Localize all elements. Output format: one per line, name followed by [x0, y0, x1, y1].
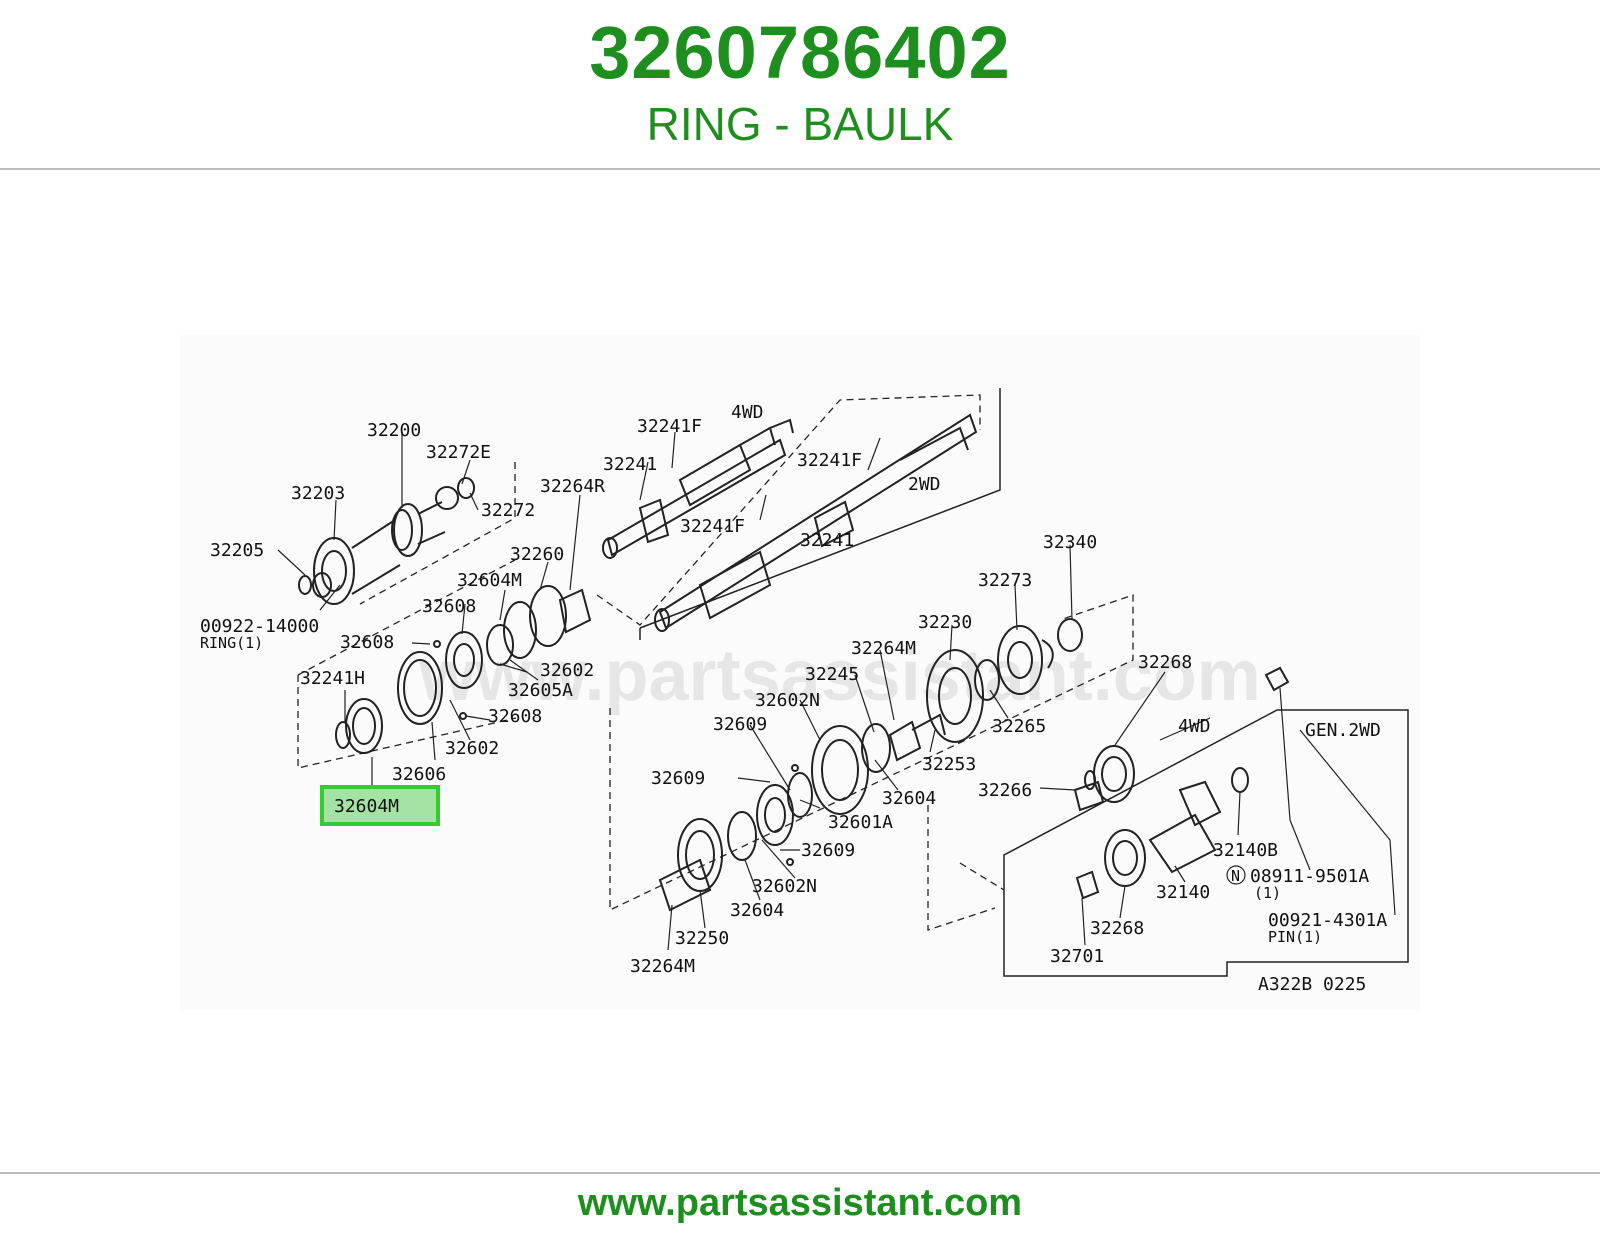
- label-32606: 32606: [392, 764, 446, 785]
- header: 3260786402 RING - BAULK: [0, 0, 1600, 168]
- label-32230: 32230: [918, 612, 972, 633]
- label-32140B: 32140B: [1213, 840, 1278, 861]
- watermark: www.partsassistant.com: [418, 636, 1261, 716]
- label-32203: 32203: [291, 483, 345, 504]
- label-4wd-b: 4WD: [1178, 716, 1211, 737]
- label-32265: 32265: [992, 716, 1046, 737]
- header-divider: [0, 168, 1600, 170]
- label-32200: 32200: [367, 420, 421, 441]
- gear-train-lower: [658, 618, 1096, 912]
- mainshaft-4wd: [602, 418, 794, 559]
- label-00921-4301A: 00921-4301A: [1268, 910, 1387, 931]
- group-outlines: [297, 388, 1409, 977]
- label-32273: 32273: [978, 570, 1032, 591]
- footer-site-link[interactable]: www.partsassistant.com: [577, 1182, 1023, 1224]
- label-32268-a: 32268: [1138, 652, 1192, 673]
- label-diagram-ref: A322B 0225: [1258, 974, 1366, 995]
- highlighted-part-label[interactable]: 32604M: [334, 796, 399, 817]
- label-32608-a: 32608: [340, 632, 394, 653]
- label-00922-14000: 00922-14000: [200, 616, 319, 637]
- label-32264R: 32264R: [540, 476, 605, 497]
- label-32245: 32245: [805, 664, 859, 685]
- leader-lines: [277, 431, 1396, 951]
- label-pin-qty: PIN(1): [1268, 928, 1322, 946]
- label-ring-qty: RING(1): [200, 634, 263, 652]
- label-32241F-a: 32241F: [637, 416, 702, 437]
- diagram-panel: [180, 335, 1420, 1010]
- label-n-marker: N: [1231, 867, 1240, 885]
- label-32241H: 32241H: [300, 668, 365, 689]
- label-32266: 32266: [978, 780, 1032, 801]
- label-32609-b: 32609: [651, 768, 705, 789]
- label-32340: 32340: [1043, 532, 1097, 553]
- highlighted-part-callout[interactable]: 32604M: [320, 785, 440, 826]
- highlight-box[interactable]: [320, 785, 440, 826]
- new-part-marker: [1226, 865, 1246, 885]
- label-32602-a: 32602: [445, 738, 499, 759]
- label-32602-b: 32602: [540, 660, 594, 681]
- label-gen-2wd: GEN.2WD: [1305, 720, 1381, 741]
- label-32250: 32250: [675, 928, 729, 949]
- label-32602N-b: 32602N: [752, 876, 817, 897]
- label-32268-b: 32268: [1090, 918, 1144, 939]
- label-32608-b: 32608: [422, 596, 476, 617]
- label-32264M-a: 32264M: [851, 638, 916, 659]
- input-shaft-assembly: [298, 477, 475, 605]
- label-32609-c: 32609: [801, 840, 855, 861]
- part-labels: 32200 32272E 32203 32272 32205 00922-140…: [200, 402, 1387, 995]
- label-32272E: 32272E: [426, 442, 491, 463]
- label-qty-1: (1): [1254, 884, 1281, 902]
- label-32604M-a: 32604M: [457, 570, 522, 591]
- label-32264M-b: 32264M: [630, 956, 695, 977]
- part-name: RING - BAULK: [646, 98, 954, 150]
- label-32609-a: 32609: [713, 714, 767, 735]
- label-32241F-b: 32241F: [797, 450, 862, 471]
- label-4wd-a: 4WD: [731, 402, 764, 423]
- label-32253: 32253: [922, 754, 976, 775]
- label-32260: 32260: [510, 544, 564, 565]
- label-2wd: 2WD: [908, 474, 941, 495]
- label-32140: 32140: [1156, 882, 1210, 903]
- rear-extension-parts: [1073, 666, 1290, 900]
- label-32272: 32272: [481, 500, 535, 521]
- label-32604-b: 32604: [730, 900, 784, 921]
- label-32701: 32701: [1050, 946, 1104, 967]
- label-32205: 32205: [210, 540, 264, 561]
- label-32602N-a: 32602N: [755, 690, 820, 711]
- label-08911-9501A: 08911-9501A: [1250, 866, 1369, 887]
- label-32241F-c: 32241F: [680, 516, 745, 537]
- mainshaft-2wd: [654, 413, 978, 632]
- label-32608-c: 32608: [488, 706, 542, 727]
- footer-divider: [0, 1172, 1600, 1174]
- label-32604-a: 32604: [882, 788, 936, 809]
- label-32241-a: 32241: [603, 454, 657, 475]
- part-number: 3260786402: [589, 11, 1011, 94]
- label-32241-b: 32241: [800, 530, 854, 551]
- label-32605A: 32605A: [508, 680, 573, 701]
- label-32601A: 32601A: [828, 812, 893, 833]
- synchro-assembly-upper: [335, 585, 592, 754]
